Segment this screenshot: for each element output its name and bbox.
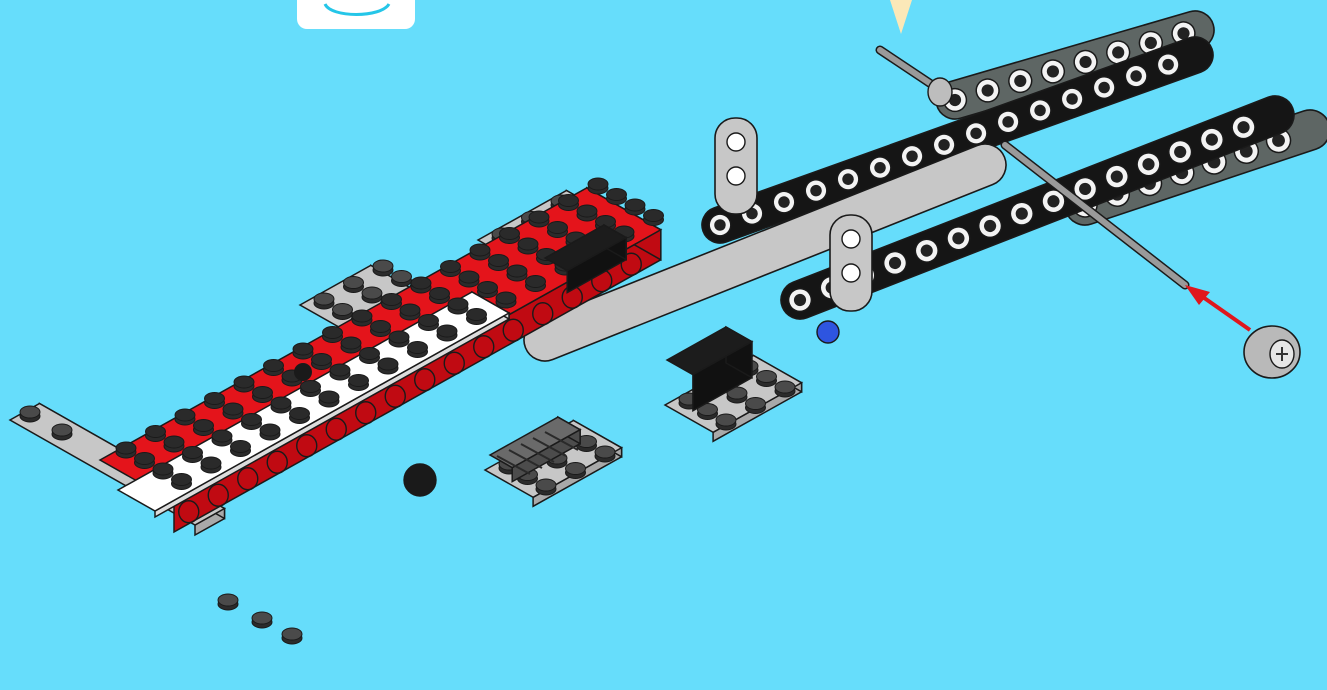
stud	[175, 409, 195, 421]
stud	[264, 360, 284, 372]
stud	[373, 260, 393, 272]
stud	[478, 282, 498, 294]
stud	[135, 453, 155, 465]
stud	[344, 277, 364, 289]
stud	[441, 261, 461, 273]
stud	[437, 325, 457, 337]
stud	[172, 474, 192, 486]
stud	[518, 238, 538, 250]
black-pin	[404, 464, 436, 496]
stud	[392, 271, 412, 283]
stud	[389, 331, 409, 343]
stud	[116, 442, 136, 454]
stud	[362, 287, 382, 299]
stud	[52, 424, 72, 436]
stud	[595, 446, 615, 458]
stud	[408, 342, 428, 354]
beam-black-upper	[697, 32, 1218, 248]
stud	[419, 315, 439, 327]
stud	[360, 348, 380, 360]
stud	[146, 426, 166, 438]
stud	[323, 327, 343, 339]
stud	[290, 408, 310, 420]
stud	[588, 178, 608, 190]
stud	[746, 398, 766, 410]
stud	[319, 391, 339, 403]
stud	[20, 406, 40, 418]
liftarm-hole	[727, 167, 745, 185]
liftarm-hole	[727, 133, 745, 151]
stud	[153, 463, 173, 475]
stud	[223, 403, 243, 415]
blue-axle-pin	[817, 321, 839, 343]
stud	[500, 228, 520, 240]
stud	[400, 304, 420, 316]
stud	[470, 244, 490, 256]
stud	[183, 447, 203, 459]
liftarm-hole	[842, 264, 860, 282]
stud	[234, 376, 254, 388]
callout-pointer-icon	[890, 0, 912, 34]
stud	[231, 441, 251, 453]
stud	[212, 430, 232, 442]
stud	[448, 298, 468, 310]
stud	[430, 288, 450, 300]
stud	[282, 628, 302, 640]
stud	[164, 436, 184, 448]
stud	[194, 420, 214, 432]
stud	[271, 397, 291, 409]
stud	[352, 310, 372, 322]
stud	[625, 199, 645, 211]
stud	[536, 479, 556, 491]
stud	[293, 343, 313, 355]
stud	[341, 337, 361, 349]
gray-plates	[10, 191, 802, 645]
stud	[378, 358, 398, 370]
beam-black-upper-body	[697, 32, 1218, 248]
stud	[253, 387, 273, 399]
stud	[548, 222, 568, 234]
stud	[312, 354, 332, 366]
stud	[716, 414, 736, 426]
stud	[301, 381, 321, 393]
stud	[411, 277, 431, 289]
stud	[459, 271, 479, 283]
stud	[333, 304, 353, 316]
stud	[607, 189, 627, 201]
stud	[205, 393, 225, 405]
stud	[644, 210, 664, 222]
stud	[330, 364, 350, 376]
stud	[496, 292, 516, 304]
black-pin-small	[294, 363, 312, 381]
stud	[529, 211, 549, 223]
technic-beams	[518, 6, 1327, 367]
stud	[489, 255, 509, 267]
axle-bush	[928, 78, 952, 106]
stud	[507, 265, 527, 277]
stud	[757, 371, 777, 383]
stud	[201, 457, 221, 469]
stud	[349, 375, 369, 387]
liftarm-hole	[842, 230, 860, 248]
stud	[218, 594, 238, 606]
red-insert-arrowhead	[1185, 285, 1210, 305]
stud	[566, 463, 586, 475]
stud	[371, 321, 391, 333]
stud	[242, 414, 262, 426]
stud	[775, 381, 795, 393]
stud	[252, 612, 272, 624]
red-insert-arrow-icon	[1200, 295, 1250, 330]
stud	[382, 294, 402, 306]
stud	[526, 276, 546, 288]
stud	[577, 205, 597, 217]
stud	[260, 424, 280, 436]
stud	[314, 293, 334, 305]
stud	[559, 195, 579, 207]
stud	[467, 309, 487, 321]
